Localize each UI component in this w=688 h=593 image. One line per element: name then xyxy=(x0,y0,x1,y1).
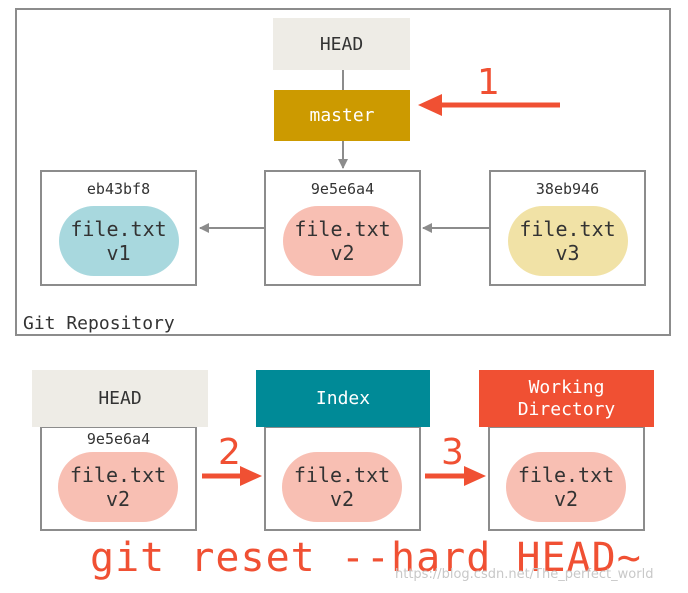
commit-2-box: 9e5e6a4 file.txt v2 xyxy=(264,170,421,286)
working-directory-header: Working Directory xyxy=(479,370,654,427)
working-directory-title-line1: Working xyxy=(528,376,605,398)
commit-1-box: eb43bf8 file.txt v1 xyxy=(40,170,197,286)
commit-2-sha: 9e5e6a4 xyxy=(310,180,375,198)
step1-arrow-head xyxy=(418,94,442,116)
commit-3-blob: file.txt v3 xyxy=(507,206,628,276)
master-branch: master xyxy=(274,90,410,141)
step3-arrow-head xyxy=(464,466,486,486)
watermark: https://blog.csdn.net/The_perfect_world xyxy=(395,567,654,582)
commit-3-box: 38eb946 file.txt v3 xyxy=(489,170,646,286)
commit-1-sha: eb43bf8 xyxy=(86,180,151,198)
commit-1-blob: file.txt v1 xyxy=(58,206,179,276)
step-2-number: 2 xyxy=(218,432,241,473)
working-directory-version: v2 xyxy=(553,487,579,511)
commit-3-version: v3 xyxy=(555,241,580,265)
commit-1-version: v1 xyxy=(106,241,131,265)
head-tree-header: HEAD xyxy=(32,370,208,427)
index-file: file.txt xyxy=(293,463,391,487)
commit-3-file: file.txt xyxy=(519,217,616,241)
master-branch-label: master xyxy=(309,105,375,126)
index-blob: file.txt v2 xyxy=(282,452,402,522)
head-tree-blob: file.txt v2 xyxy=(58,452,178,522)
commit-2-version: v2 xyxy=(330,241,355,265)
repository-label: Git Repository xyxy=(23,313,175,334)
index-header: Index xyxy=(256,370,430,427)
git-repository-frame xyxy=(15,8,671,336)
head-tree-version: v2 xyxy=(105,487,131,511)
working-directory-file: file.txt xyxy=(517,463,615,487)
head-tree-file: file.txt xyxy=(69,463,167,487)
head-tree-sha: 9e5e6a4 xyxy=(86,430,151,448)
head-pointer-label: HEAD xyxy=(319,33,364,55)
working-directory-title-line2: Directory xyxy=(517,398,616,420)
command-text: git reset --hard HEAD~ xyxy=(90,535,642,581)
head-tree-title: HEAD xyxy=(98,388,142,409)
commit-2-file: file.txt xyxy=(294,217,391,241)
index-title: Index xyxy=(315,388,371,409)
commit-3-sha: 38eb946 xyxy=(535,180,600,198)
step2-arrow-head xyxy=(240,466,262,486)
commit-2-blob: file.txt v2 xyxy=(282,206,403,276)
working-directory-blob: file.txt v2 xyxy=(506,452,626,522)
step-1-number: 1 xyxy=(477,62,500,103)
step-3-number: 3 xyxy=(441,432,464,473)
commit-1-file: file.txt xyxy=(70,217,167,241)
head-pointer: HEAD xyxy=(273,18,410,70)
index-version: v2 xyxy=(329,487,355,511)
